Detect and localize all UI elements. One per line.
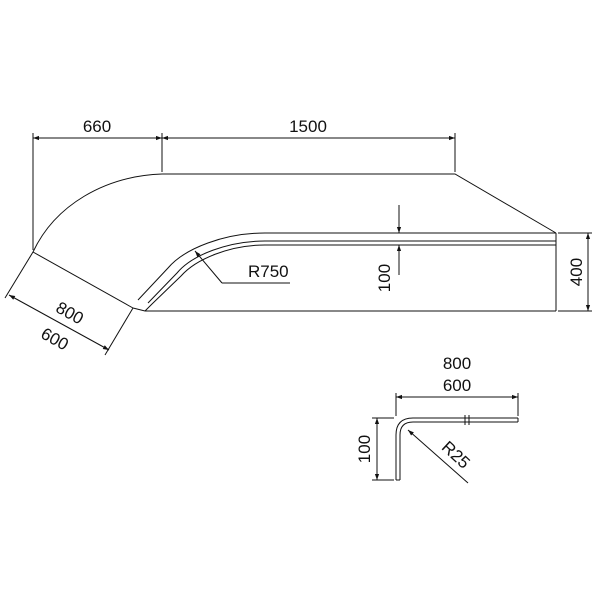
section-800-label: 800 [443,354,471,373]
section-profile [395,415,519,481]
outer-curve [32,173,163,253]
section-600-label: 600 [443,376,471,395]
end-width-dimension [4,251,134,356]
inner-lip-edge [144,244,556,312]
dim-1500-label: 1500 [289,117,327,136]
height-dimension [558,232,592,312]
inner-lip-mid [147,240,556,304]
radius-r750-label: R750 [248,262,289,281]
dim-400-label: 400 [567,258,586,286]
dim-100-label: 100 [375,264,394,292]
dim-800-end-label: 800 [53,298,87,328]
left-end-edge [32,251,134,309]
inner-lip-outer [137,232,556,301]
radius-leader [194,250,290,284]
section-dimensions [372,393,519,484]
flange-dimension [395,205,412,275]
top-edge [162,173,557,234]
main-part-outline [32,173,557,312]
top-dimensions [32,133,456,250]
dim-600-end-label: 600 [38,324,72,354]
bottom-edge [132,307,556,312]
dim-660-label: 660 [83,117,111,136]
section-r25-label: R25 [438,437,474,472]
section-100-label: 100 [355,435,374,463]
